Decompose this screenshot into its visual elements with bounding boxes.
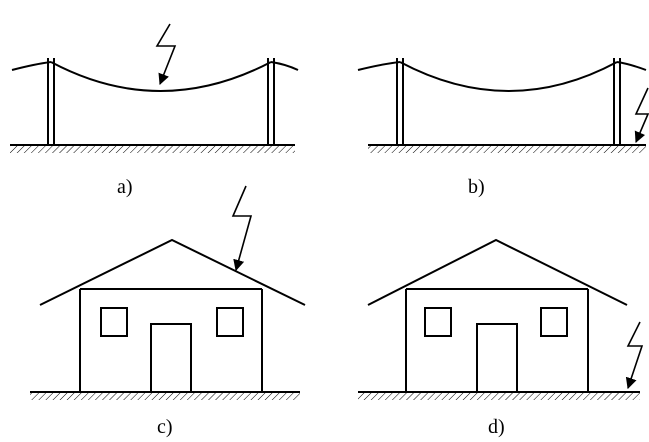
window-left xyxy=(100,307,128,337)
conductor-left-end xyxy=(11,61,52,71)
ground-hatch xyxy=(30,392,300,400)
house-roof xyxy=(367,238,628,306)
house-roof xyxy=(39,238,306,306)
pole-left xyxy=(396,58,404,145)
conductor-span xyxy=(50,61,272,92)
door xyxy=(150,323,192,393)
pole-right xyxy=(613,58,621,145)
lightning-bolt-icon xyxy=(155,23,177,86)
conductor-left-end xyxy=(357,61,401,71)
door xyxy=(476,323,518,393)
ground-hatch xyxy=(358,392,640,400)
conductor-span xyxy=(399,61,618,92)
window-right xyxy=(540,307,568,337)
panel-label-b: b) xyxy=(468,176,485,198)
panel-label-c: c) xyxy=(157,416,173,438)
ground-hatch xyxy=(368,145,646,153)
panel-label-a: a) xyxy=(117,176,133,198)
pole-left xyxy=(47,58,55,145)
panel-d-nearby-ground-strike xyxy=(358,238,644,400)
window-left xyxy=(424,307,452,337)
ground-hatch xyxy=(10,145,295,153)
window-right xyxy=(216,307,244,337)
lightning-bolt-icon xyxy=(231,185,253,272)
conductor-right-end xyxy=(616,61,647,71)
pole-right xyxy=(267,58,275,145)
panel-label-d: d) xyxy=(488,416,505,438)
conductor-right-end xyxy=(270,61,299,71)
lightning-bolt-icon xyxy=(625,321,644,390)
panel-a-power-line-strike xyxy=(10,23,299,153)
panel-b-nearby-ground-strike xyxy=(357,58,649,153)
lightning-bolt-icon xyxy=(634,87,649,144)
panel-c-roof-strike xyxy=(30,185,306,400)
